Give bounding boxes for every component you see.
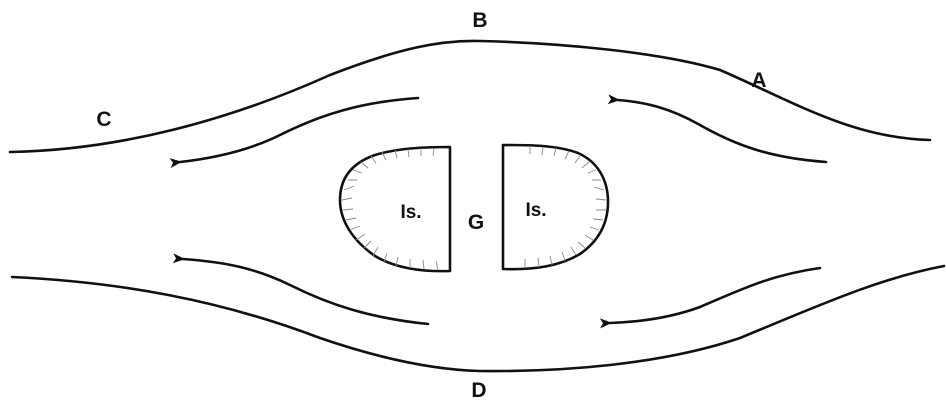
label-d: D	[471, 379, 486, 401]
arrow-upper-left	[169, 96, 420, 169]
label-gap: G	[468, 211, 484, 234]
label-right-island: Is.	[525, 200, 546, 221]
label-a: A	[751, 69, 766, 92]
arrow-lower-right	[599, 266, 822, 329]
left-island	[338, 145, 452, 273]
label-b: B	[472, 9, 487, 32]
label-left-island: Is.	[400, 202, 421, 223]
label-c: C	[96, 108, 111, 131]
right-island	[501, 143, 610, 271]
streamline-bottom	[10, 264, 946, 373]
streamline-top	[8, 39, 932, 154]
arrow-upper-right	[607, 94, 828, 164]
arrow-lower-left	[172, 253, 430, 326]
